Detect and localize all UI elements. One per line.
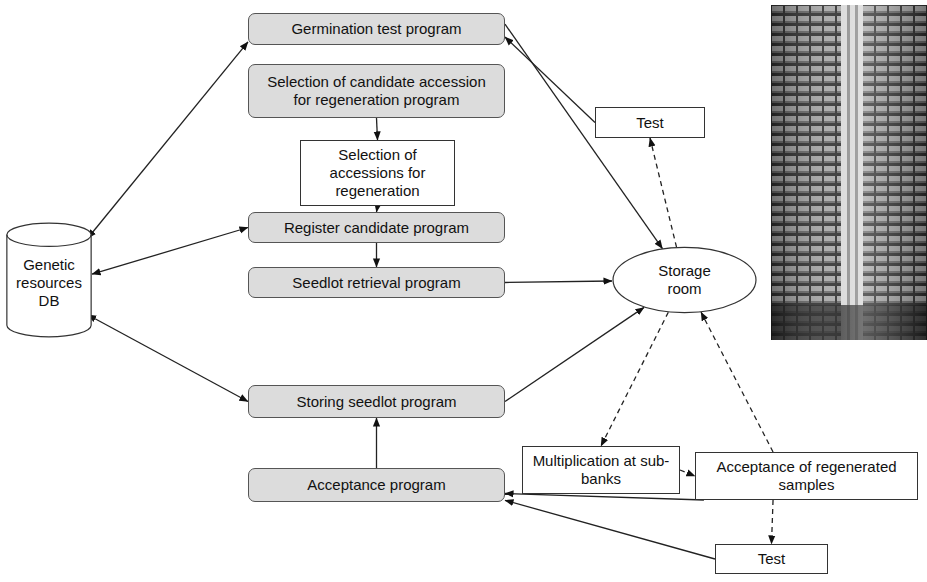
program-box: Register candidate program xyxy=(248,212,505,243)
node-label: Test xyxy=(758,550,786,568)
cylinder-body xyxy=(7,223,91,337)
node-label: Genetic resources DB xyxy=(12,256,86,310)
storage-ellipse: Storage room xyxy=(612,247,757,313)
node-label: Storing seedlot program xyxy=(296,393,456,411)
node-text-group: Germination test program xyxy=(291,20,461,38)
node-label: Test xyxy=(636,114,664,132)
node-text-group: Test xyxy=(636,114,664,132)
photo-ground xyxy=(771,5,927,340)
connector xyxy=(377,118,378,140)
connector xyxy=(505,281,612,282)
node-label: Selection of candidate accession for reg… xyxy=(257,73,496,109)
node-text-group: Acceptance program xyxy=(307,476,445,494)
node-text-group: Acceptance of regenerated samples xyxy=(704,458,909,494)
connector xyxy=(92,228,248,275)
connector xyxy=(701,312,773,452)
connector xyxy=(601,312,668,446)
process-box: Test xyxy=(595,107,705,138)
connector xyxy=(505,307,644,401)
connector xyxy=(772,500,774,544)
node-label: Register candidate program xyxy=(284,219,469,237)
process-box: Selection of accessions for regeneration xyxy=(300,140,455,206)
process-box: Multiplication at sub-banks xyxy=(522,446,680,494)
connector xyxy=(680,470,695,476)
node-label: Acceptance program xyxy=(307,476,445,494)
node-text-group: Register candidate program xyxy=(284,219,469,237)
program-box: Acceptance program xyxy=(248,468,505,502)
node-label: Acceptance of regenerated samples xyxy=(704,458,909,494)
node-label: Selection of accessions for regeneration xyxy=(309,146,446,200)
node-text-group: Storing seedlot program xyxy=(296,393,456,411)
program-box: Germination test program xyxy=(248,13,505,45)
connector xyxy=(88,315,248,402)
node-text-group: Genetic resources DB xyxy=(12,256,86,310)
storage-photo xyxy=(771,5,927,340)
cylinder-rim xyxy=(7,235,91,247)
node-text-group: Seedlot retrieval program xyxy=(292,274,460,292)
node-text-group: Multiplication at sub-banks xyxy=(531,452,671,488)
node-text-group: Selection of accessions for regeneration xyxy=(309,146,446,200)
node-label: Multiplication at sub-banks xyxy=(531,452,671,488)
process-box: Acceptance of regenerated samples xyxy=(695,452,918,500)
node-text-group: Storage room xyxy=(649,262,721,298)
node-label: Germination test program xyxy=(291,20,461,38)
database-cylinder: Genetic resources DB xyxy=(6,222,92,338)
connector xyxy=(505,494,704,501)
process-box: Test xyxy=(715,544,828,574)
connector xyxy=(505,37,595,123)
node-text-group: Test xyxy=(758,550,786,568)
connector xyxy=(376,418,377,468)
node-label: Seedlot retrieval program xyxy=(292,274,460,292)
program-box: Seedlot retrieval program xyxy=(248,267,505,298)
node-text-group: Selection of candidate accession for reg… xyxy=(257,73,496,109)
connector xyxy=(650,138,677,247)
connector xyxy=(376,243,377,267)
ellipse-body xyxy=(613,247,756,312)
connector xyxy=(505,500,715,559)
program-box: Selection of candidate accession for reg… xyxy=(248,64,505,118)
node-label: Storage room xyxy=(649,262,721,298)
program-box: Storing seedlot program xyxy=(248,385,505,418)
photo-shade xyxy=(771,5,927,340)
connector xyxy=(88,42,248,238)
